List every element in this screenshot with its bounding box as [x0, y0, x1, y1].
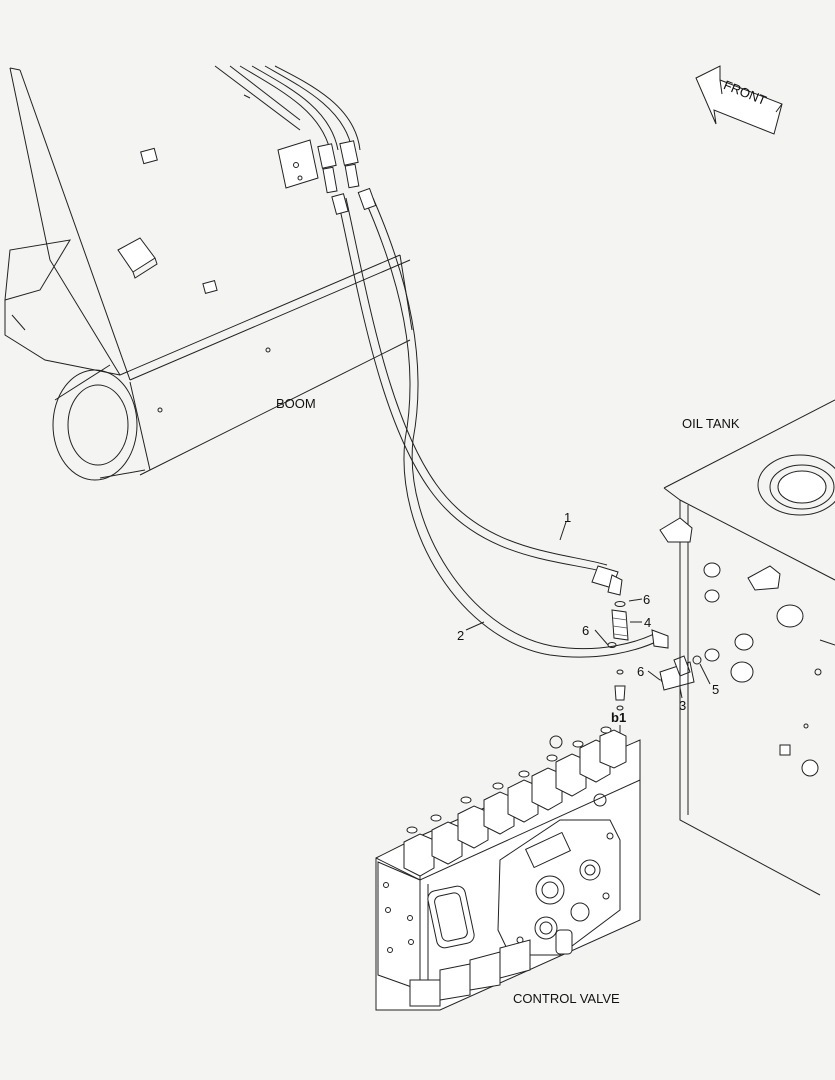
- callout-1: 1: [564, 510, 571, 525]
- callout-4: 4: [644, 615, 651, 630]
- callout-5: 5: [712, 682, 719, 697]
- callout-6b: 6: [582, 623, 589, 638]
- callout-3: 3: [679, 698, 686, 713]
- control-valve-label: CONTROL VALVE: [513, 991, 620, 1006]
- boom-label: BOOM: [276, 396, 316, 411]
- oil-tank: [659, 399, 835, 896]
- callout-b1: b1: [611, 710, 626, 725]
- boom-structure: [4, 65, 413, 481]
- front-arrow-icon: FRONT: [695, 65, 783, 135]
- hoses: [331, 187, 669, 658]
- control-valve: [375, 726, 641, 1011]
- spool-heads: [403, 726, 627, 877]
- oil-tank-label: OIL TANK: [682, 416, 740, 431]
- callout-2: 2: [457, 628, 464, 643]
- callout-6a: 6: [643, 592, 650, 607]
- fittings: [465, 521, 711, 740]
- callout-6c: 6: [637, 664, 644, 679]
